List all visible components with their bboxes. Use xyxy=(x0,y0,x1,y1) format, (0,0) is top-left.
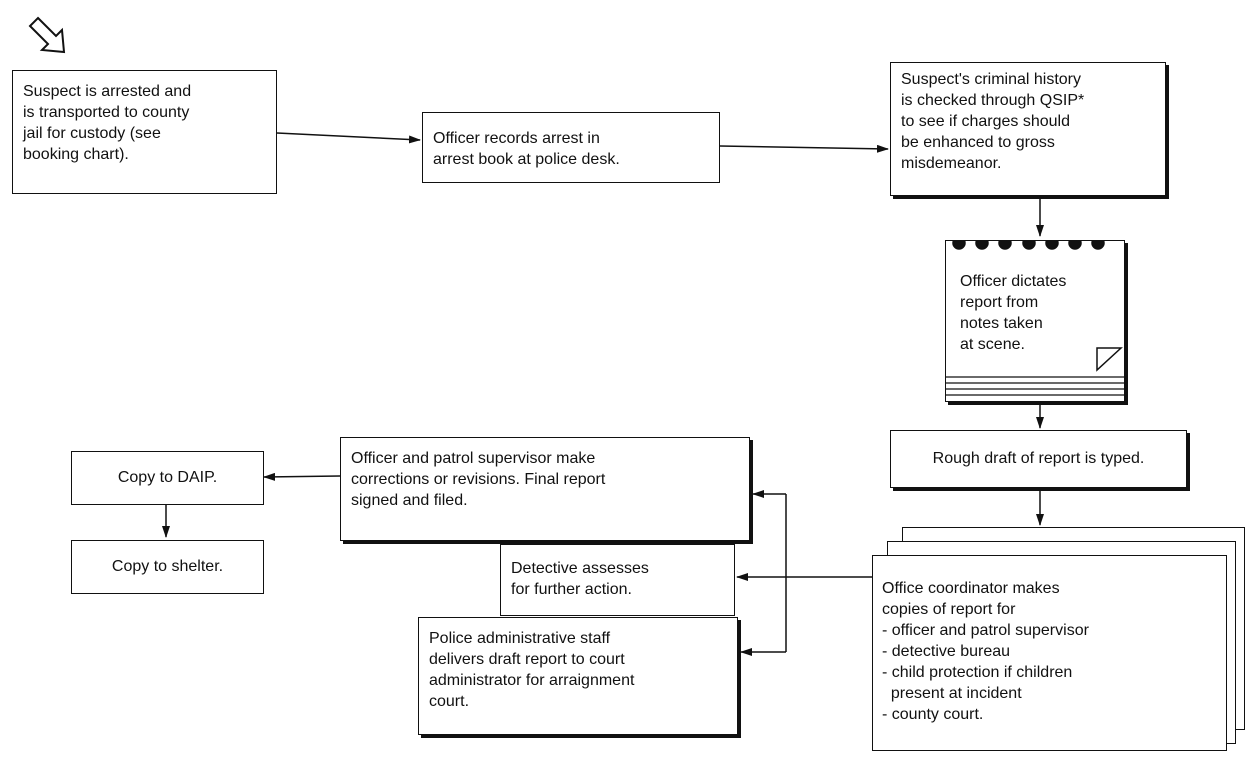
arrow-arrest-to-record xyxy=(276,132,421,144)
step-corrections-line: corrections or revisions. Final report xyxy=(351,471,606,488)
step-record-line: Officer records arrest in xyxy=(433,130,600,147)
step-detective-line: for further action. xyxy=(511,581,632,598)
step-copy-daip-line: Copy to DAIP. xyxy=(117,469,218,486)
step-admin-box: Police administrative staff delivers dra… xyxy=(418,617,738,735)
step-history-line: be enhanced to gross xyxy=(901,134,1055,151)
step-dictate-line: Officer dictates xyxy=(960,273,1067,290)
step-copies-line: copies of report for xyxy=(882,601,1016,618)
step-corrections-box: Officer and patrol supervisor make corre… xyxy=(340,437,750,541)
arrow-corrections-to-daip xyxy=(263,472,341,481)
notepad-icon: Officer dictates report from notes taken… xyxy=(944,239,1125,402)
step-history-line: misdemeanor. xyxy=(901,155,1002,172)
step-copies-line: - child protection if children xyxy=(882,664,1073,681)
step-copies-line: - detective bureau xyxy=(882,643,1011,660)
step-copy-shelter-line: Copy to shelter. xyxy=(111,558,224,575)
step-copies-line: present at incident xyxy=(882,685,1022,702)
step-copies-line: Office coordinator makes xyxy=(882,580,1060,597)
step-rough-draft-line: Rough draft of report is typed. xyxy=(932,450,1145,467)
step-arrest-line: jail for custody (see xyxy=(23,125,161,142)
arrow-record-to-history xyxy=(719,144,889,153)
step-admin-line: court. xyxy=(429,693,470,710)
step-dictate-line: notes taken xyxy=(960,315,1043,332)
step-record-line: arrest book at police desk. xyxy=(433,151,620,168)
step-copies-line: - officer and patrol supervisor xyxy=(882,622,1089,639)
notepad-graphic xyxy=(944,239,1125,396)
start-arrow-icon xyxy=(28,16,66,54)
step-arrest-line: is transported to county xyxy=(23,104,190,121)
step-history-box: Suspect's criminal history is checked th… xyxy=(890,62,1166,196)
step-record-box: Officer records arrest in arrest book at… xyxy=(422,112,720,183)
step-history-line: Suspect's criminal history xyxy=(901,71,1081,88)
step-copies-box: Office coordinator makes copies of repor… xyxy=(872,555,1227,751)
step-admin-line: Police administrative staff xyxy=(429,630,611,647)
step-arrest-box: Suspect is arrested and is transported t… xyxy=(12,70,277,194)
step-history-line: to see if charges should xyxy=(901,113,1070,130)
step-rough-draft-box: Rough draft of report is typed. xyxy=(890,430,1187,488)
step-detective-line: Detective assesses xyxy=(511,560,649,577)
step-admin-line: delivers draft report to court xyxy=(429,651,625,668)
step-copy-daip-box: Copy to DAIP. xyxy=(71,451,264,505)
step-dictate-line: report from xyxy=(960,294,1039,311)
step-admin-line: administrator for arraignment xyxy=(429,672,635,689)
step-dictate-line: at scene. xyxy=(960,336,1025,353)
step-detective-box: Detective assesses for further action. xyxy=(500,544,735,616)
step-corrections-line: Officer and patrol supervisor make xyxy=(351,450,596,467)
step-corrections-line: signed and filed. xyxy=(351,492,468,509)
step-arrest-line: booking chart). xyxy=(23,146,129,163)
step-arrest-line: Suspect is arrested and xyxy=(23,83,192,100)
step-history-line: is checked through QSIP* xyxy=(901,92,1085,109)
step-copies-line: - county court. xyxy=(882,706,984,723)
step-copy-shelter-box: Copy to shelter. xyxy=(71,540,264,594)
